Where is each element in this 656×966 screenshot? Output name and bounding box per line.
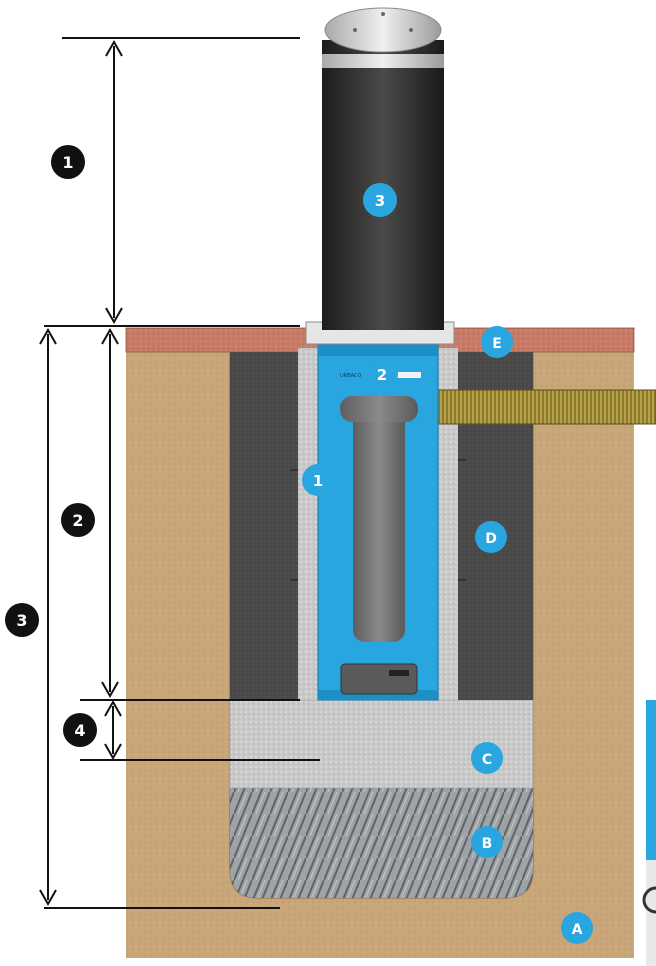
- casing-brand-text: URBACO: [340, 373, 361, 379]
- bollard: [305, 7, 455, 345]
- bollard-reflective-band: [322, 54, 444, 68]
- component-badge-3: 3: [363, 183, 397, 217]
- bollard-top-cap: [324, 7, 442, 53]
- layer-badge-label: D: [485, 531, 497, 547]
- layer-badge-label: A: [572, 922, 583, 938]
- layer-badge-E: E: [481, 326, 513, 358]
- layer-badge-A: A: [561, 912, 593, 944]
- control-unit: [340, 663, 418, 695]
- dimension-badge-label: 4: [74, 721, 85, 740]
- gravel-drainage-layer: [230, 788, 533, 898]
- layer-badge-C: C: [471, 742, 503, 774]
- dimension-badge-label: 2: [72, 511, 83, 530]
- component-badge-label: 2: [377, 366, 387, 384]
- component-badge-label: 1: [313, 472, 323, 490]
- dimension-lines: [39, 37, 320, 909]
- dimension-badge-label: 3: [16, 611, 27, 630]
- dimension-badge-4: 4: [63, 713, 97, 747]
- layer-badge-label: E: [492, 336, 502, 352]
- brand-plate: [397, 372, 421, 378]
- dimension-badge-label: 1: [62, 153, 73, 172]
- cylinder-head: [340, 396, 418, 422]
- layer-badge-label: C: [482, 752, 492, 768]
- dimension-badge-2: 2: [61, 503, 95, 537]
- cable-conduit: [437, 389, 656, 425]
- component-badge-1: 1: [302, 464, 334, 496]
- hydraulic-cylinder: [353, 410, 405, 642]
- edge-panel: [642, 700, 656, 966]
- layer-badge-D: D: [475, 521, 507, 553]
- dimension-badge-1: 1: [51, 145, 85, 179]
- component-badge-label: 3: [375, 192, 385, 210]
- layer-badge-B: B: [471, 826, 503, 858]
- dimension-badge-3: 3: [5, 603, 39, 637]
- foundation-casing: URBACO: [290, 343, 466, 701]
- component-badge-2: 2: [366, 358, 398, 390]
- layer-badge-label: B: [482, 836, 493, 852]
